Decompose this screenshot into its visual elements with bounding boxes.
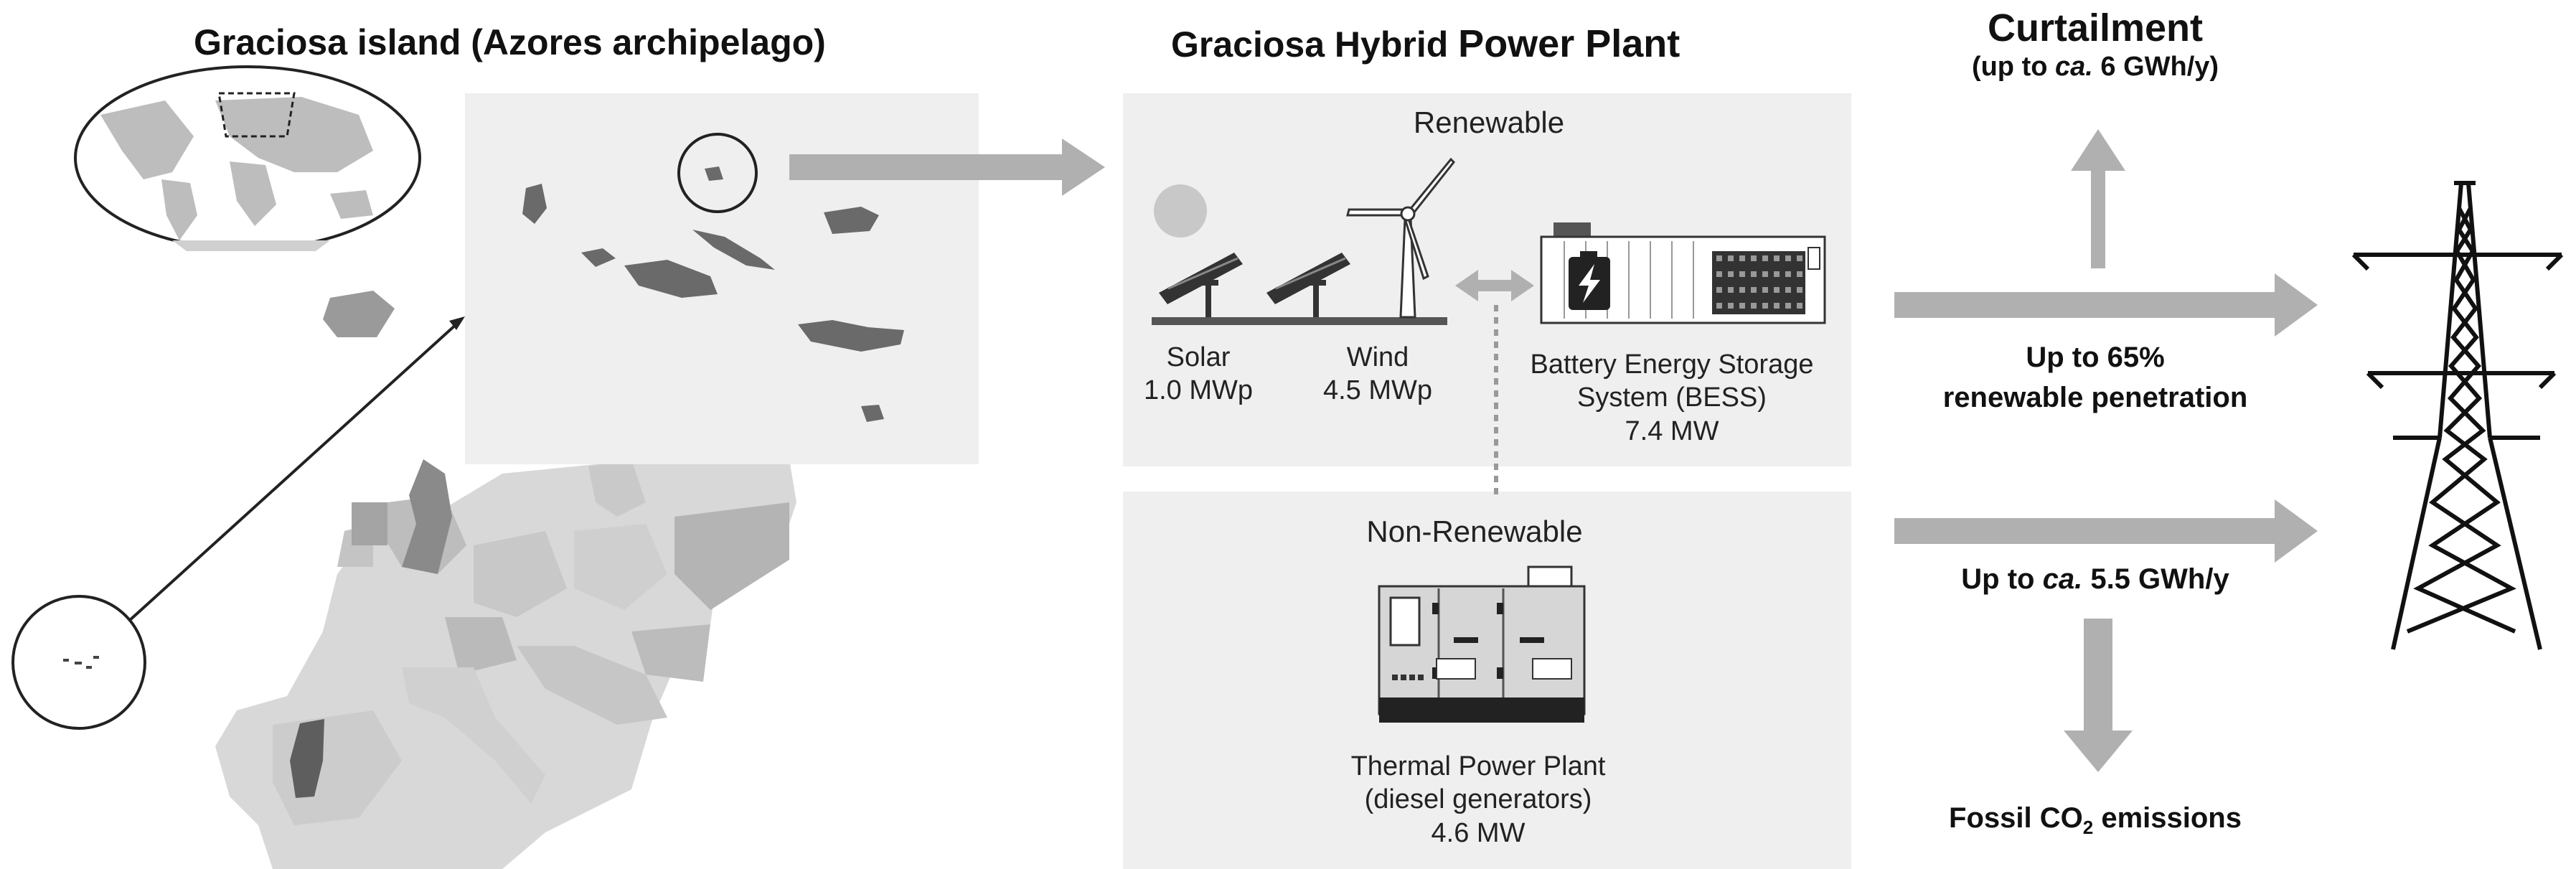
renewable-penetration-block: Up to 65% renewable penetration (1866, 337, 2325, 418)
fossil-text: Fossil CO (1949, 802, 2083, 834)
curtailment-suffix: 6 GWh/y) (2092, 52, 2219, 82)
portugal-highlight (290, 719, 324, 798)
bess-name-line2: System (BESS) (1577, 382, 1767, 413)
thermal-name-line2: (diesel generators) (1364, 784, 1592, 815)
penetration-line2: renewable penetration (1942, 382, 2248, 413)
transmission-tower-icon (2351, 181, 2564, 650)
bess-capacity: 7.4 MW (1625, 415, 1719, 446)
penetration-line1: Up to 65% (2026, 342, 2165, 373)
arrow-diesel-to-grid (1894, 499, 2318, 563)
wind-turbine-icon (1346, 157, 1456, 319)
solar-capacity: 1.0 MWp (1143, 375, 1254, 406)
azores-map-panel (465, 93, 979, 464)
curtailment-ca: ca. (2055, 52, 2093, 82)
graciosa-highlight-circle (677, 133, 758, 213)
sun-icon (1154, 184, 1207, 238)
curtailment-block: Curtailment (up to ca. 6 GWh/y) (1866, 6, 2325, 83)
bidirectional-arrow (1455, 270, 1534, 301)
diesel-output-suffix: 5.5 GWh/y (2082, 563, 2229, 595)
wind-label: Wind 4.5 MWp (1313, 341, 1442, 408)
fossil-sub: 2 (2082, 817, 2094, 838)
diesel-output-ca: ca. (2042, 563, 2083, 595)
diesel-generator-icon (1378, 565, 1586, 723)
arrow-fossil-down (2064, 619, 2133, 772)
thermal-capacity: 4.6 MW (1431, 817, 1526, 848)
graciosa-island (705, 166, 723, 181)
non-renewable-header: Non-Renewable (1366, 515, 1583, 548)
arrow-renewable-to-grid (1894, 273, 2318, 337)
plant-title-prefix: Graciosa Hybrid (1171, 24, 1449, 65)
solar-panel-icon (1159, 253, 1350, 317)
renewable-header: Renewable (1413, 105, 1565, 139)
plant-title: Graciosa Hybrid Power Plant (1171, 22, 1680, 66)
plant-title-strong: Power Plant (1458, 22, 1680, 65)
left-section-title: Graciosa island (Azores archipelago) (194, 22, 826, 62)
curtailment-title: Curtailment (1987, 6, 2204, 50)
bess-name-line1: Battery Energy Storage (1530, 349, 1814, 380)
thermal-name-line1: Thermal Power Plant (1350, 751, 1606, 781)
world-map-icon (74, 65, 421, 251)
diesel-output-prefix: Up to (1961, 563, 2043, 595)
solar-label: Solar 1.0 MWp (1134, 341, 1263, 408)
wind-name: Wind (1346, 342, 1409, 372)
curtailment-prefix: (up to (1971, 52, 2055, 82)
fossil-suffix: emissions (2093, 802, 2242, 834)
locator-connector (128, 321, 459, 622)
curtailment-amount: (up to ca. 6 GWh/y) (1866, 52, 2325, 83)
arrow-curtailment-up (2071, 129, 2125, 268)
fossil-label: Fossil CO2 emissions (1866, 802, 2325, 839)
azores-map-icon (522, 166, 904, 422)
wind-capacity: 4.5 MWp (1322, 375, 1433, 406)
battery-icon (1540, 222, 1826, 324)
diesel-output-label: Up to ca. 5.5 GWh/y (1866, 563, 2325, 596)
solar-name: Solar (1166, 342, 1231, 372)
bess-label: Battery Energy Storage System (BESS) 7.4… (1500, 348, 1844, 448)
arrow-map-to-plant (789, 138, 1105, 196)
europe-map-icon (215, 291, 796, 869)
thermal-label: Thermal Power Plant (diesel generators) … (1306, 750, 1650, 850)
